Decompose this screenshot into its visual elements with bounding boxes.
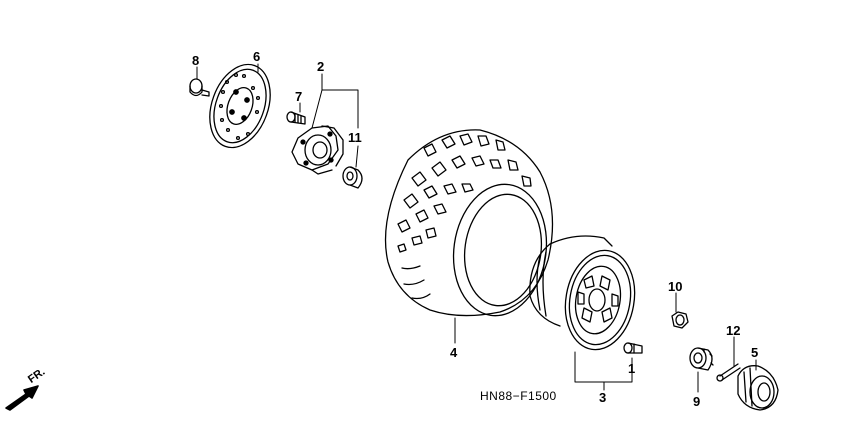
brake-disc [209,63,271,149]
leader-lines [196,63,757,393]
wheel-rim [529,235,636,351]
tire [384,129,554,317]
callout-12: 12 [726,323,741,338]
callout-7: 7 [295,89,303,104]
callout-2: 2 [317,59,325,74]
hub-cap [737,365,779,411]
castle-nut [689,347,714,371]
valve-stem [623,342,643,354]
disc-bolt [189,78,210,97]
wheel-bearing [342,166,363,189]
figure-code: HN88−F1500 [480,389,557,403]
callout-11: 11 [348,130,362,145]
callout-8: 8 [192,53,200,68]
hub-bolt [286,111,306,125]
axle-nut [671,311,689,329]
callout-9: 9 [693,394,701,409]
front-arrow-icon [5,385,39,411]
wheel-hub [291,125,344,175]
callout-6: 6 [253,49,261,64]
callout-5: 5 [751,345,759,360]
cotter-pin [716,363,741,382]
callout-10: 10 [668,279,683,294]
callout-1: 1 [628,361,636,376]
callout-3: 3 [599,390,607,405]
callout-4: 4 [450,345,458,360]
